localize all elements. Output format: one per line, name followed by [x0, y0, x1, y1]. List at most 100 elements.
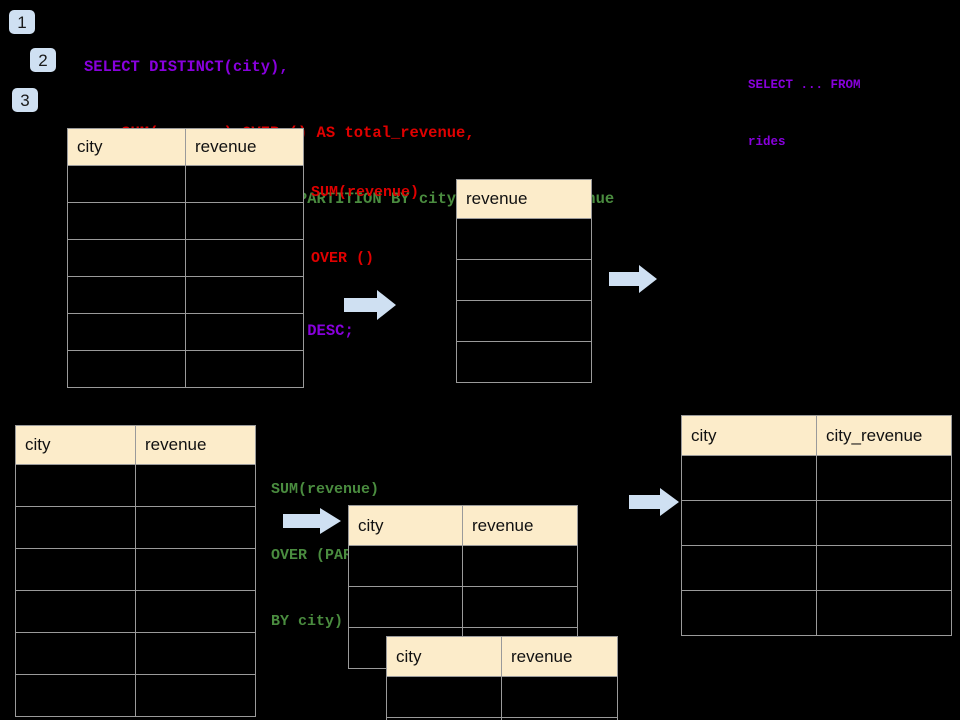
- column-header-city: city: [67, 128, 186, 166]
- table-cell: [15, 632, 136, 675]
- table-cell: [15, 674, 136, 717]
- table-cell: [67, 202, 186, 240]
- table-row: [67, 165, 304, 203]
- table-cell: [816, 590, 952, 636]
- table-cell: [185, 313, 304, 351]
- table-cell: [15, 506, 136, 549]
- table-header-row: city revenue: [67, 128, 304, 166]
- table-cell: [681, 500, 817, 546]
- table-row: [456, 218, 592, 260]
- column-header-city: city: [15, 425, 136, 465]
- column-header-city: city: [681, 415, 817, 456]
- table-cell: [348, 586, 463, 628]
- step-badge-2-label: 2: [38, 50, 48, 70]
- table-cell: [15, 590, 136, 633]
- table-header-row: city revenue: [386, 636, 618, 677]
- arrow-top-right-icon: [609, 265, 657, 293]
- annotation-total-revenue-line-2: OVER (): [311, 250, 375, 267]
- table-cell: [135, 674, 256, 717]
- column-header-revenue: revenue: [462, 505, 578, 546]
- table-cell: [456, 218, 592, 260]
- table-rides-source-bottom: city revenue: [15, 425, 256, 717]
- column-header-city: city: [386, 636, 502, 677]
- side-note-line-1: SELECT ... FROM: [748, 78, 861, 92]
- table-row: [15, 548, 256, 591]
- column-header-city: city: [348, 505, 463, 546]
- table-cell: [135, 506, 256, 549]
- column-header-revenue: revenue: [501, 636, 618, 677]
- table-row: [67, 239, 304, 277]
- step-badge-3-label: 3: [20, 90, 30, 110]
- table-row: [386, 676, 618, 718]
- table-cell: [462, 586, 578, 628]
- table-rides-source-top: city revenue: [67, 128, 304, 388]
- table-cell: [456, 259, 592, 301]
- column-header-revenue: revenue: [135, 425, 256, 465]
- table-total-revenue-result: revenue: [456, 179, 592, 383]
- table-row: [348, 586, 578, 628]
- table-cell: [185, 165, 304, 203]
- sql-line-select: SELECT DISTINCT(city),: [84, 58, 289, 76]
- column-header-revenue: revenue: [185, 128, 304, 166]
- table-header-row: city revenue: [348, 505, 578, 546]
- side-note-select-from-rides: SELECT ... FROM rides: [748, 38, 861, 190]
- table-row: [348, 545, 578, 587]
- table-cell: [67, 276, 186, 314]
- step-badge-2: 2: [30, 48, 56, 72]
- table-row: [15, 632, 256, 675]
- table-cell: [67, 239, 186, 277]
- arrow-bottom-middle-icon: [283, 508, 341, 534]
- table-cell: [67, 165, 186, 203]
- table-cell: [456, 300, 592, 342]
- table-cell: [816, 545, 952, 591]
- table-row: [15, 590, 256, 633]
- step-badge-1: 1: [9, 10, 35, 34]
- table-cell: [185, 239, 304, 277]
- table-row: [456, 259, 592, 301]
- table-cell: [135, 590, 256, 633]
- table-partition-front: city revenue: [386, 636, 618, 720]
- table-cell: [135, 548, 256, 591]
- table-final-result: city city_revenue: [681, 415, 952, 636]
- table-row: [456, 341, 592, 383]
- table-row: [67, 276, 304, 314]
- arrow-top-middle-icon: [344, 290, 396, 320]
- table-cell: [348, 545, 463, 587]
- annotation-total-revenue: SUM(revenue) OVER (): [311, 138, 419, 314]
- table-row: [67, 350, 304, 388]
- side-note-line-2: rides: [748, 135, 786, 149]
- table-header-row: revenue: [456, 179, 592, 219]
- step-badge-1-label: 1: [17, 12, 27, 32]
- table-cell: [681, 545, 817, 591]
- table-cell: [135, 464, 256, 507]
- table-cell: [15, 548, 136, 591]
- table-cell: [135, 632, 256, 675]
- table-cell: [501, 676, 618, 718]
- table-header-row: city revenue: [15, 425, 256, 465]
- table-cell: [15, 464, 136, 507]
- table-row: [681, 590, 952, 636]
- table-row: [681, 545, 952, 591]
- table-row: [681, 455, 952, 501]
- table-row: [386, 717, 618, 720]
- annotation-total-revenue-line-1: SUM(revenue): [311, 184, 420, 201]
- table-cell: [816, 500, 952, 546]
- table-row: [456, 300, 592, 342]
- table-cell: [816, 455, 952, 501]
- table-header-row: city city_revenue: [681, 415, 952, 456]
- annotation-city-revenue-line-1: SUM(revenue): [271, 481, 380, 498]
- table-cell: [386, 676, 502, 718]
- table-row: [15, 674, 256, 717]
- step-badge-3: 3: [12, 88, 38, 112]
- table-row: [681, 500, 952, 546]
- column-header-revenue: revenue: [456, 179, 592, 219]
- table-cell: [681, 455, 817, 501]
- table-row: [15, 464, 256, 507]
- table-cell: [67, 350, 186, 388]
- table-cell: [501, 717, 618, 720]
- table-cell: [681, 590, 817, 636]
- table-row: [67, 313, 304, 351]
- table-cell: [185, 202, 304, 240]
- table-row: [67, 202, 304, 240]
